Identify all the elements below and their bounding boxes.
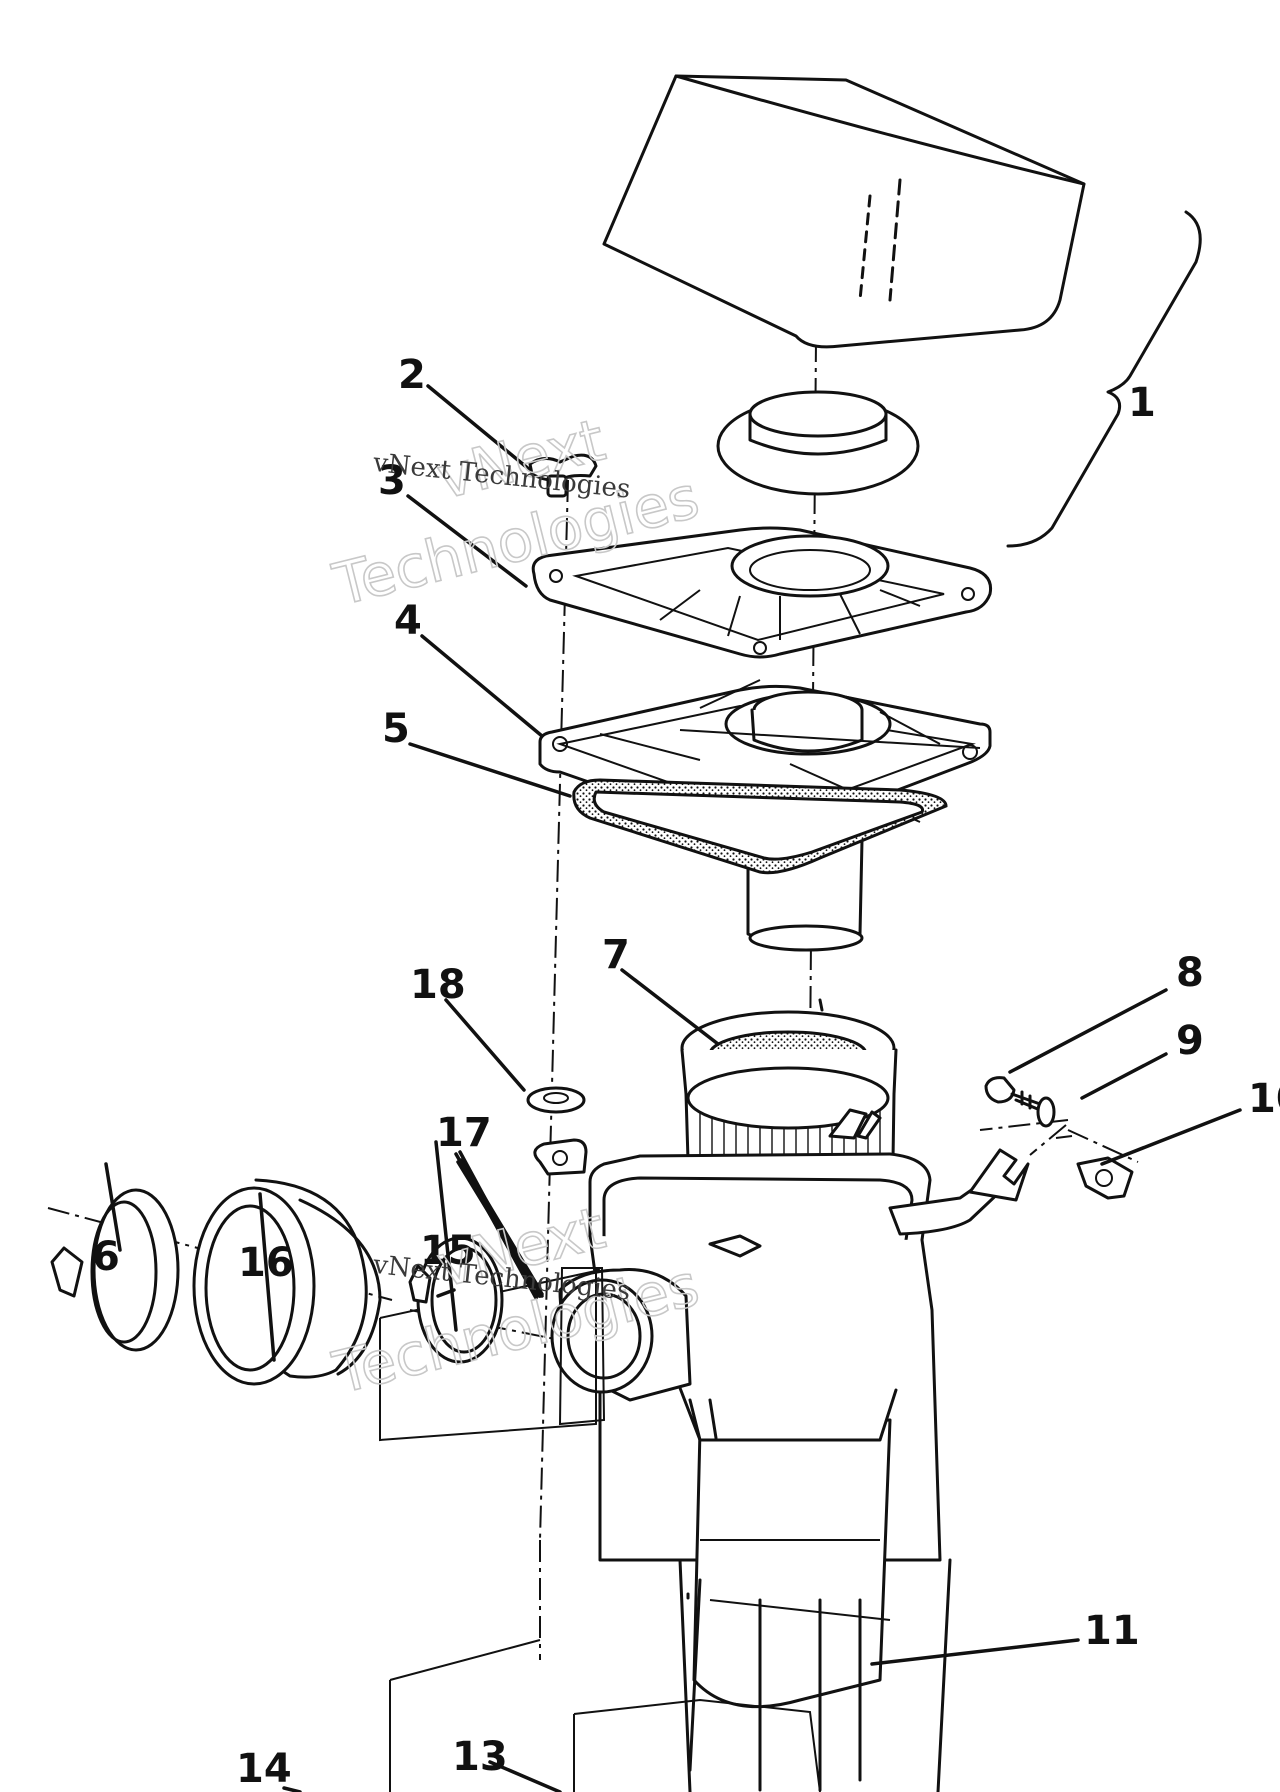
intake-boot xyxy=(192,1178,382,1386)
callout-9: 9 xyxy=(1176,1018,1204,1064)
callout-11: 11 xyxy=(1084,1608,1140,1654)
leader-lines xyxy=(104,384,1242,1792)
callout-8: 8 xyxy=(1176,950,1204,996)
callout-3: 3 xyxy=(378,458,406,504)
callout-10: 10 xyxy=(1248,1076,1280,1122)
filter-lid xyxy=(538,679,992,952)
screw xyxy=(984,1076,1042,1112)
callout-14: 14 xyxy=(236,1746,292,1792)
precleaner-cap-ring xyxy=(716,390,920,496)
decal-13 xyxy=(573,1698,821,1792)
callout-4: 4 xyxy=(394,598,422,644)
decal-14 xyxy=(389,1639,541,1792)
washer xyxy=(526,1086,586,1114)
callout-labels: 1 2 3 4 5 6 7 8 9 10 11 13 14 15 16 17 1… xyxy=(92,352,1280,1792)
callout-6: 6 xyxy=(92,1234,120,1280)
callout-16: 16 xyxy=(238,1240,294,1286)
cover-plate xyxy=(531,526,993,659)
clip-nut xyxy=(1076,1156,1134,1200)
lock-washer xyxy=(1036,1096,1056,1128)
callout-18: 18 xyxy=(410,962,466,1008)
callout-2: 2 xyxy=(398,352,426,398)
wing-nut xyxy=(528,453,598,498)
callout-1: 1 xyxy=(1128,380,1156,426)
callout-5: 5 xyxy=(382,706,410,752)
assembly-bracket xyxy=(1006,210,1202,548)
foam-gasket xyxy=(572,778,948,875)
filter-housing xyxy=(533,998,1030,1792)
clamp-small xyxy=(408,1236,504,1364)
callout-17: 17 xyxy=(436,1110,492,1156)
callout-13: 13 xyxy=(452,1734,508,1780)
precleaner-cover xyxy=(602,74,1086,349)
callout-15: 15 xyxy=(420,1228,476,1274)
callout-7: 7 xyxy=(602,932,630,978)
